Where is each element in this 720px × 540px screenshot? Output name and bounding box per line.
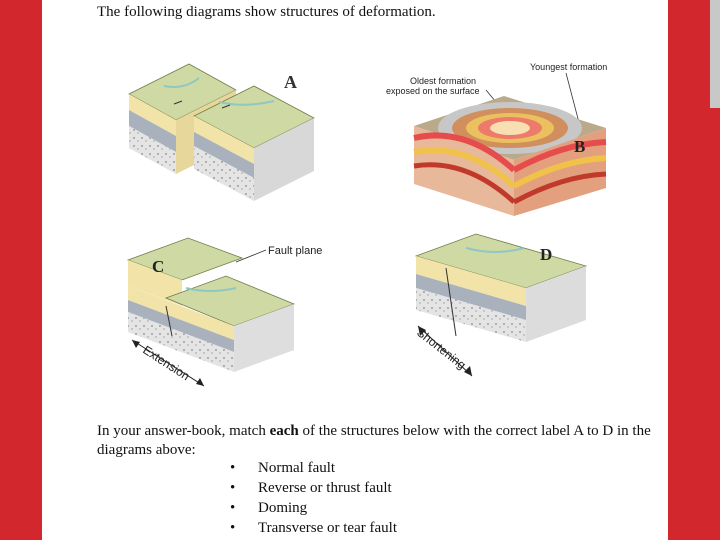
oldest-formation-label: Oldest formation [410, 76, 476, 86]
question-text: In your answer-book, match each of the s… [97, 422, 657, 460]
oldest-formation-sublabel: exposed on the surface [386, 86, 480, 96]
list-item: •Doming [230, 500, 308, 516]
diagram-d-letter: D [540, 245, 552, 264]
diagram-d: D Shortening [406, 226, 626, 386]
bullet-icon: • [230, 460, 236, 476]
bullet-icon: • [230, 500, 236, 516]
list-item: •Transverse or tear fault [230, 520, 397, 536]
youngest-formation-label: Youngest formation [530, 62, 607, 72]
question-emphasis: each [269, 423, 299, 439]
bullet-icon: • [230, 520, 236, 536]
list-item: •Reverse or thrust fault [230, 480, 392, 496]
diagram-b-letter: B [574, 137, 585, 156]
question-prefix: In your answer-book, match [97, 423, 270, 439]
list-item: •Normal fault [230, 460, 336, 476]
side-tab [710, 0, 720, 108]
page-heading: The following diagrams show structures o… [97, 4, 436, 20]
diagram-a-letter: A [284, 72, 297, 92]
bullet-icon: • [230, 480, 236, 496]
diagram-c-letter: C [152, 257, 164, 276]
diagram-c: Fault plane C Extension [126, 236, 346, 396]
shortening-label: Shortening [414, 325, 468, 372]
fault-plane-label: Fault plane [268, 245, 322, 257]
question-suffix: of the structures below with the correct… [97, 423, 651, 458]
diagram-a: A [124, 56, 324, 206]
diagram-b: Youngest formation Oldest formation expo… [386, 56, 626, 221]
options-list: •Normal fault •Reverse or thrust fault •… [230, 458, 397, 538]
